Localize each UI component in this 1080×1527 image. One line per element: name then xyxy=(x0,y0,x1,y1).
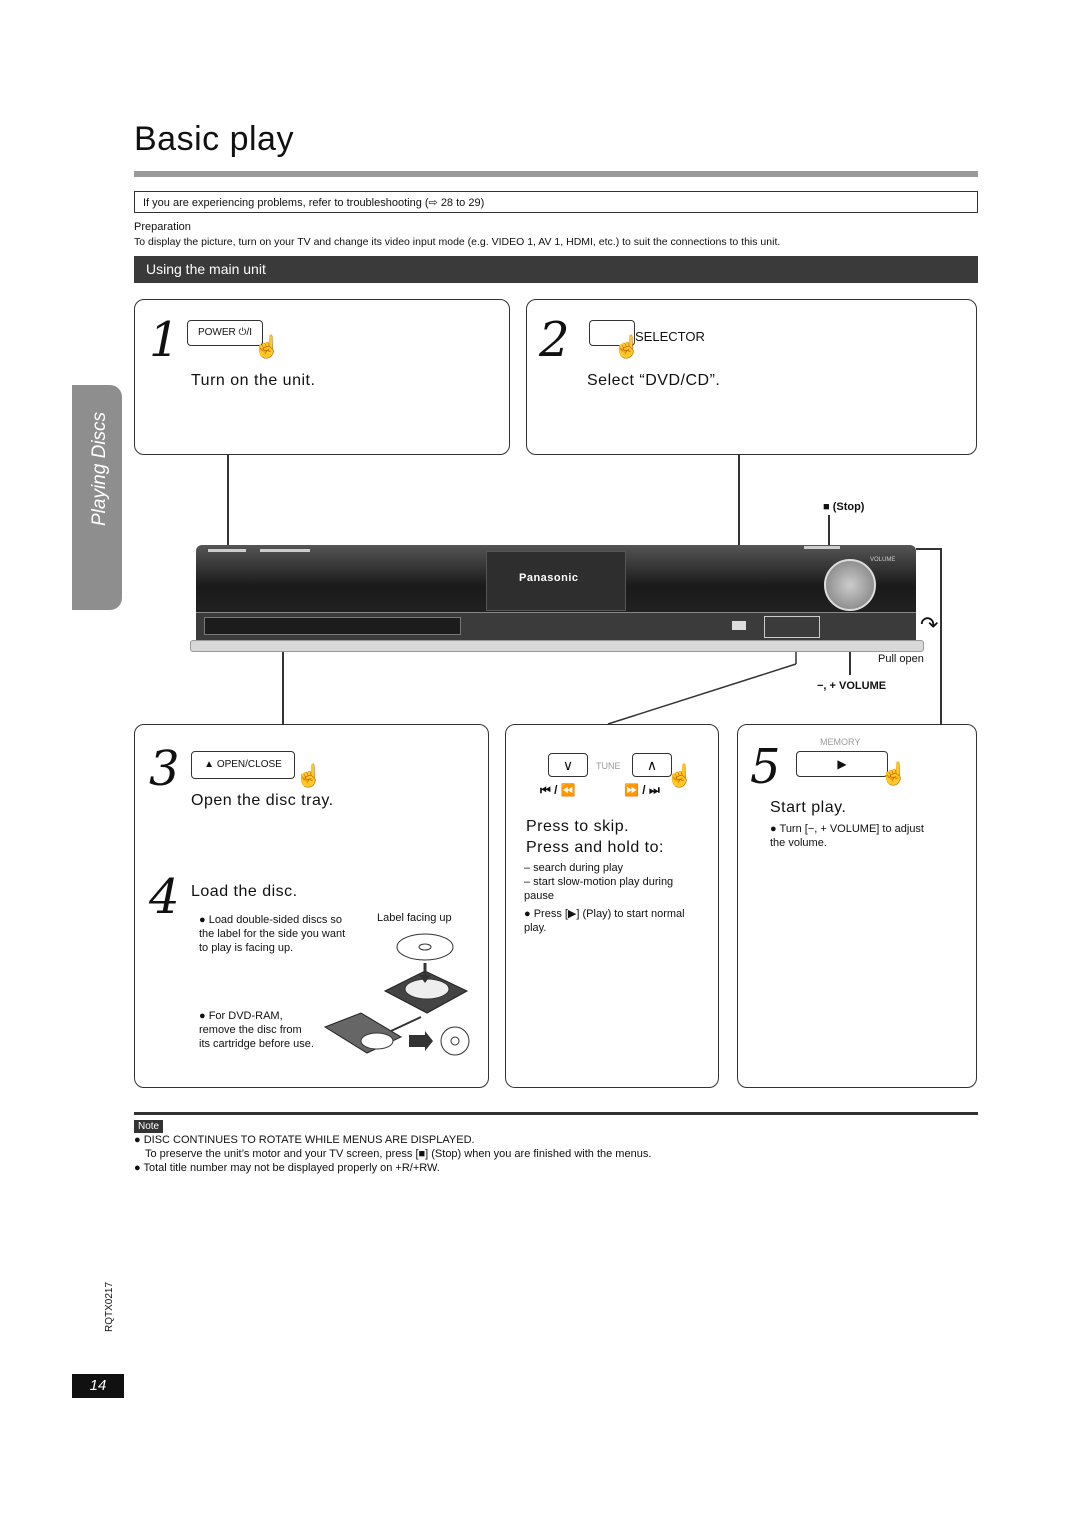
connector-line xyxy=(940,548,942,724)
step1-box: 1 POWER ⏻/I ☝ Turn on the unit. xyxy=(134,299,510,455)
skip-detail1: – search during play xyxy=(524,862,624,874)
hand-press-icon: ☝ xyxy=(613,334,641,359)
section-header: Using the main unit xyxy=(134,256,978,283)
preparation-label: Preparation xyxy=(134,221,191,233)
power-button-small[interactable] xyxy=(208,549,246,552)
step4-bullet1: ● Load double-sided discs so the label f… xyxy=(199,914,346,954)
selector-button[interactable] xyxy=(589,320,635,346)
unit-base xyxy=(190,640,924,652)
skip-detail2: – start slow-motion play during pause xyxy=(524,876,674,902)
step1-number: 1 xyxy=(149,312,180,368)
step2-box: 2 ☝ SELECTOR Select “DVD/CD”. xyxy=(526,299,977,455)
side-tab xyxy=(72,385,122,610)
skip-detail3: ● Press [▶] (Play) to start normal play. xyxy=(524,908,685,934)
step3-text: Open the disc tray. xyxy=(191,792,334,809)
cartridge-illustration xyxy=(323,1012,470,1056)
curved-arrow-icon: ↷ xyxy=(920,612,939,637)
hand-press-icon: ☝ xyxy=(295,763,323,788)
play-button[interactable]: ▶ xyxy=(796,751,888,777)
note-2: ● Total title number may not be displaye… xyxy=(134,1162,440,1174)
stop-button-small[interactable] xyxy=(804,546,840,549)
connector-line xyxy=(227,455,229,547)
stop-label: ■ (Stop) xyxy=(823,501,865,513)
preparation-text: To display the picture, turn on your TV … xyxy=(134,236,781,248)
skip-line2: Press and hold to: xyxy=(526,839,664,856)
note-1: ● DISC CONTINUES TO ROTATE WHILE MENUS A… xyxy=(134,1134,475,1146)
step5-text: Start play. xyxy=(770,799,847,816)
step5-box: 5 MEMORY ▶ ☝ Start play. ● Turn [−, + VO… xyxy=(737,724,977,1088)
tune-label: TUNE xyxy=(596,761,621,771)
step5-number: 5 xyxy=(750,739,781,795)
step3-number: 3 xyxy=(149,741,180,797)
step4-text: Load the disc. xyxy=(191,883,298,900)
brand-logo: Panasonic xyxy=(519,572,579,584)
step5-bullet: ● Turn [−, + VOLUME] to adjust the volum… xyxy=(770,823,924,849)
skip-box: ∨ TUNE ∧ ☝ ⏮ / ⏪ ⏩ / ⏭ Press to skip. Pr… xyxy=(505,724,719,1088)
tune-down-button[interactable]: ∨ xyxy=(548,753,588,777)
power-button[interactable]: POWER ⏻/I xyxy=(187,320,263,346)
side-tab-label: Playing Discs xyxy=(89,411,110,526)
disc-tray xyxy=(204,617,461,635)
note-tag: Note xyxy=(134,1120,164,1133)
disc-load-illustration xyxy=(383,933,469,1014)
page-title: Basic play xyxy=(134,120,294,158)
connector-line xyxy=(828,515,830,547)
hand-press-icon: ☝ xyxy=(666,763,694,788)
skip-back-label: ⏮ / ⏪ xyxy=(540,783,576,797)
selector-button-small[interactable] xyxy=(732,621,746,630)
volume-knob[interactable] xyxy=(824,559,876,611)
note-rule xyxy=(134,1112,978,1115)
label-facing-up: Label facing up xyxy=(377,912,452,924)
display-panel xyxy=(486,551,626,611)
title-rule xyxy=(134,171,978,177)
hand-press-icon: ☝ xyxy=(880,761,908,786)
volume-tag: VOLUME xyxy=(870,557,896,563)
pull-open-label: Pull open xyxy=(878,653,924,665)
volume-label: −, + VOLUME xyxy=(817,680,887,692)
tune-buttons-small[interactable] xyxy=(764,616,820,638)
step2-text: Select “DVD/CD”. xyxy=(587,372,721,389)
skip-forward-label: ⏩ / ⏭ xyxy=(624,783,660,797)
tune-up-button[interactable]: ∧ xyxy=(632,753,672,777)
step3-4-box: 3 ▲ OPEN/CLOSE ☝ Open the disc tray. 4 L… xyxy=(134,724,489,1088)
hand-press-icon: ☝ xyxy=(253,334,281,359)
document-code: RQTX0217 xyxy=(104,1281,115,1332)
open-close-button[interactable]: ▲ OPEN/CLOSE xyxy=(191,751,295,779)
step1-text: Turn on the unit. xyxy=(191,372,316,389)
page-number: 14 xyxy=(72,1374,124,1398)
open-close-button-small[interactable] xyxy=(260,549,310,552)
skip-line1: Press to skip. xyxy=(526,818,630,835)
note-1b: To preserve the unit’s motor and your TV… xyxy=(145,1148,652,1160)
memory-label: MEMORY xyxy=(820,737,861,747)
connector-line xyxy=(916,548,942,550)
step4-bullet2: ● For DVD-RAM, remove the disc from its … xyxy=(199,1010,314,1050)
step2-number: 2 xyxy=(539,312,570,368)
selector-label: SELECTOR xyxy=(635,329,705,344)
step4-number: 4 xyxy=(149,869,180,925)
troubleshoot-note: If you are experiencing problems, refer … xyxy=(134,191,978,213)
connector-line xyxy=(738,455,740,625)
connector-diagonal xyxy=(607,642,797,725)
